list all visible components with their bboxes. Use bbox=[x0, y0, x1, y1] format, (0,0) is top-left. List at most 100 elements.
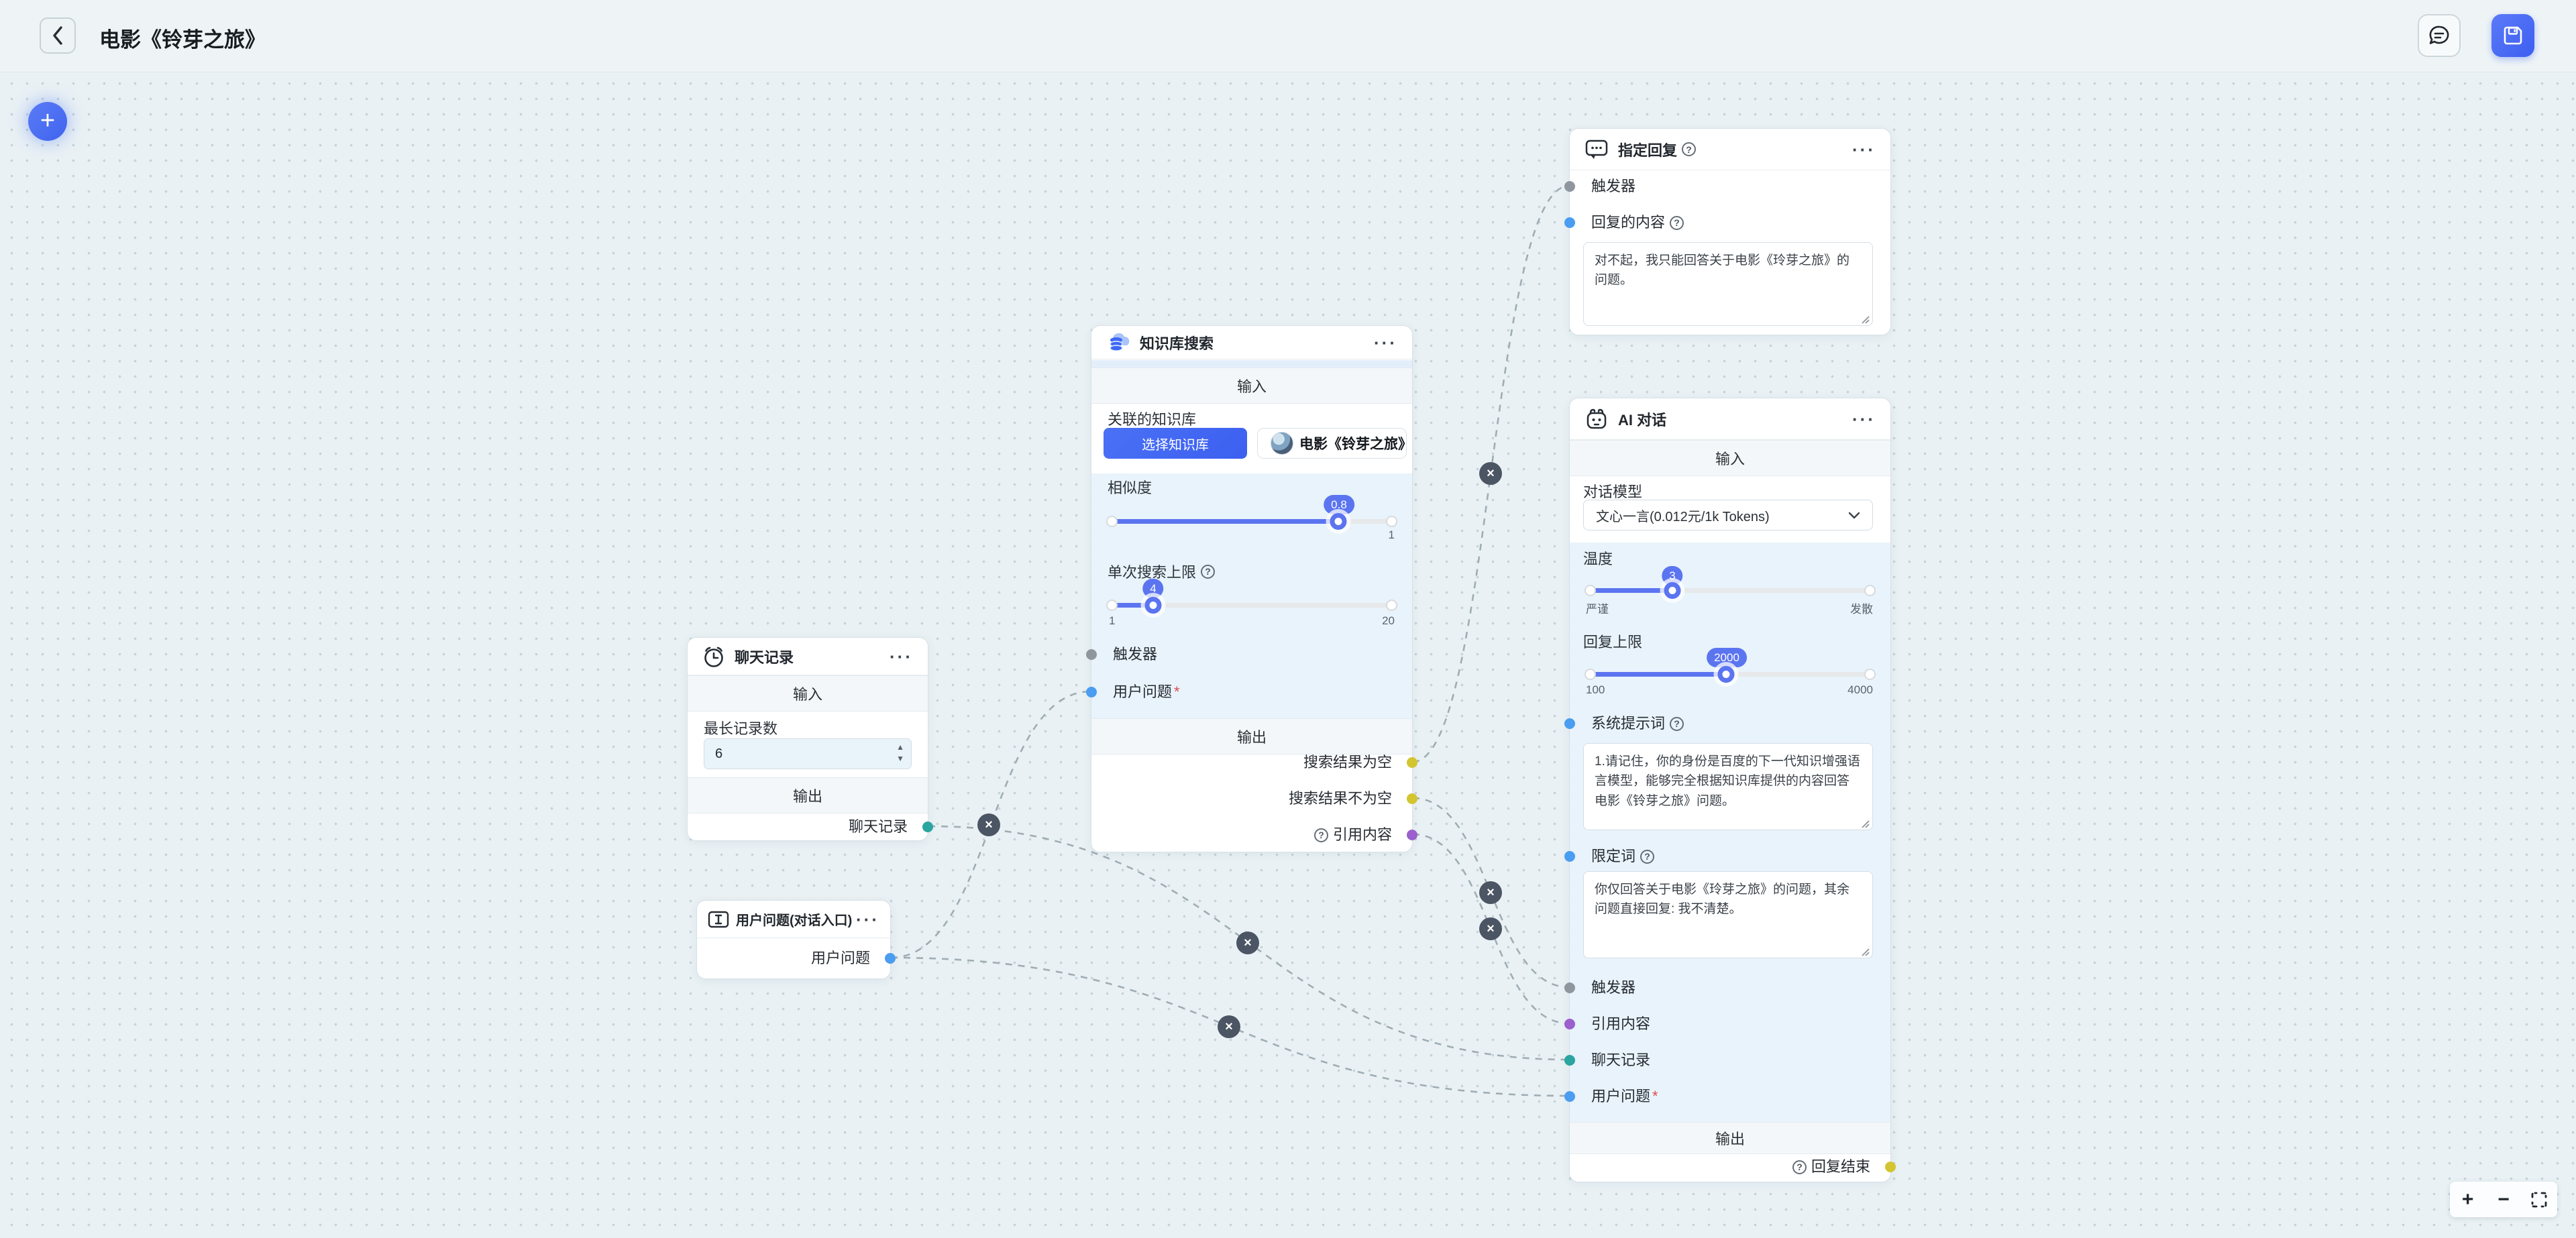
slider-handle[interactable] bbox=[1144, 597, 1162, 614]
node-menu-icon[interactable]: ··· bbox=[1852, 408, 1876, 429]
save-icon bbox=[2504, 26, 2522, 45]
port-content-in[interactable] bbox=[1564, 217, 1575, 228]
out-reference-label: ? 引用内容 bbox=[1313, 824, 1392, 846]
model-select[interactable]: 文心一言(0.012元/1k Tokens) bbox=[1583, 500, 1873, 530]
node-ai-chat[interactable]: AI 对话 ··· 输入 对话模型 文心一言(0.012元/1k Tokens)… bbox=[1564, 398, 1896, 1182]
select-kb-button[interactable]: 选择知识库 bbox=[1104, 428, 1247, 459]
port-sys-prompt-in[interactable] bbox=[1564, 718, 1575, 729]
zoom-in-button[interactable]: + bbox=[2461, 1188, 2474, 1211]
chatlog-port-label: 聊天记录 bbox=[1591, 1052, 1651, 1068]
zoom-out-button[interactable]: − bbox=[2498, 1188, 2510, 1211]
port-chatlog-out[interactable] bbox=[922, 822, 933, 832]
port-reference-out[interactable] bbox=[1407, 830, 1417, 840]
port-qualifier-in[interactable] bbox=[1564, 851, 1575, 862]
reply-limit-min-label: 100 bbox=[1586, 683, 1605, 696]
port-chatlog-in[interactable] bbox=[1564, 1055, 1575, 1066]
similarity-value-badge: 0.8 bbox=[1324, 495, 1354, 514]
help-icon[interactable]: ? bbox=[1792, 1160, 1807, 1174]
node-title: 知识库搜索 bbox=[1140, 335, 1214, 352]
edge-delete-button[interactable]: × bbox=[1236, 932, 1259, 954]
node-header[interactable]: 指定回复 ? ··· bbox=[1570, 129, 1890, 170]
sys-prompt-textarea[interactable]: 1.请记住，你的身份是百度的下一代知识增强语言模型，能够完全根据知识库提供的内容… bbox=[1583, 743, 1873, 830]
help-icon[interactable]: ? bbox=[1201, 564, 1216, 579]
similarity-slider[interactable] bbox=[1106, 513, 1397, 530]
slider-handle[interactable] bbox=[1717, 666, 1735, 683]
node-title: 指定回复 bbox=[1618, 142, 1678, 159]
help-icon[interactable]: ? bbox=[1313, 828, 1328, 842]
port-reference-in[interactable] bbox=[1564, 1019, 1575, 1029]
port-userq-out[interactable] bbox=[885, 953, 896, 964]
save-button[interactable] bbox=[2491, 14, 2534, 57]
trigger-port-label: 触发器 bbox=[1591, 979, 1636, 996]
kb-avatar bbox=[1271, 432, 1293, 455]
node-user-question[interactable]: 用户问题(对话入口) ··· 用户问题 bbox=[696, 900, 896, 979]
port-trigger-in[interactable] bbox=[1564, 982, 1575, 993]
slider-rail[interactable] bbox=[1586, 588, 1874, 593]
qualifier-textarea[interactable]: 你仅回答关于电影《玲芽之旅》的问题，其余问题直接回复: 我不清楚。 bbox=[1583, 871, 1873, 958]
slider-handle[interactable] bbox=[1664, 582, 1681, 599]
add-node-button[interactable]: + bbox=[28, 102, 67, 141]
port-trigger-in[interactable] bbox=[1086, 649, 1097, 660]
similarity-label: 相似度 bbox=[1108, 480, 1152, 496]
node-title: 聊天记录 bbox=[735, 649, 794, 666]
node-header[interactable]: 知识库搜索 ··· bbox=[1091, 326, 1412, 359]
node-header[interactable]: AI 对话 ··· bbox=[1570, 398, 1890, 440]
port-trigger-in[interactable] bbox=[1564, 181, 1575, 192]
search-limit-slider[interactable] bbox=[1106, 597, 1397, 614]
sys-prompt-label: 系统提示词 ? bbox=[1591, 713, 1684, 734]
edge-delete-button[interactable]: × bbox=[1479, 462, 1502, 485]
reply-content-label: 回复的内容 ? bbox=[1591, 212, 1684, 233]
kb-chip-label: 电影《铃芽之旅》 bbox=[1299, 437, 1412, 452]
edge-delete-button[interactable]: × bbox=[1479, 881, 1502, 904]
number-stepper[interactable]: ▲▼ bbox=[896, 742, 904, 765]
node-title: AI 对话 bbox=[1618, 411, 1667, 429]
port-userq-in[interactable] bbox=[1564, 1091, 1575, 1102]
node-kb-search[interactable]: 知识库搜索 ··· 输入 关联的知识库 选择知识库 电影《铃芽之旅》 相似度 0… bbox=[1086, 325, 1417, 852]
max-records-input[interactable]: ▲▼ bbox=[704, 738, 912, 769]
node-header[interactable]: 聊天记录 ··· bbox=[688, 638, 928, 675]
reply-content-textarea[interactable]: 对不起，我只能回答关于电影《玲芽之旅》的问题。 bbox=[1583, 242, 1873, 326]
node-menu-icon[interactable]: ··· bbox=[1852, 139, 1876, 160]
fullscreen-icon bbox=[2531, 1192, 2547, 1207]
help-icon[interactable]: ? bbox=[1640, 849, 1655, 864]
edge-delete-button[interactable]: × bbox=[1218, 1015, 1240, 1038]
port-result-not-empty-out[interactable] bbox=[1407, 793, 1417, 804]
slider-fill bbox=[1586, 588, 1672, 593]
port-result-empty-out[interactable] bbox=[1407, 757, 1417, 768]
reference-port-label: 引用内容 bbox=[1591, 1015, 1651, 1032]
temp-min-label: 严谨 bbox=[1586, 603, 1609, 616]
node-chat-history[interactable]: 聊天记录 ··· 输入 最长记录数 ▲▼ 输出 聊天记录 bbox=[687, 637, 933, 841]
out-not-empty-label: 搜索结果不为空 bbox=[1288, 790, 1392, 807]
port-userq-in[interactable] bbox=[1086, 687, 1097, 697]
back-button[interactable] bbox=[40, 17, 76, 54]
slider-handle[interactable] bbox=[1330, 513, 1347, 530]
node-menu-icon[interactable]: ··· bbox=[1374, 332, 1397, 353]
app-header: 电影《铃芽之旅》 bbox=[0, 0, 2576, 72]
temperature-slider[interactable] bbox=[1585, 582, 1876, 599]
node-menu-icon[interactable]: ··· bbox=[890, 646, 913, 667]
help-icon[interactable]: ? bbox=[1670, 716, 1684, 731]
help-icon[interactable]: ? bbox=[1682, 142, 1697, 156]
edge-delete-button[interactable]: × bbox=[1479, 917, 1502, 940]
stepper-down-icon[interactable]: ▼ bbox=[896, 754, 904, 763]
trigger-port-label: 触发器 bbox=[1591, 178, 1636, 194]
fit-screen-button[interactable] bbox=[2526, 1186, 2553, 1213]
max-records-value[interactable] bbox=[704, 746, 911, 762]
temperature-label: 温度 bbox=[1583, 551, 1613, 567]
edge-delete-button[interactable]: × bbox=[977, 813, 1000, 836]
node-fixed-reply[interactable]: 指定回复 ? ··· 触发器 回复的内容 ? 对不起，我只能回答关于电影《玲芽之… bbox=[1564, 128, 1891, 335]
reply-bubble-icon bbox=[1585, 139, 1608, 159]
slider-rail[interactable] bbox=[1108, 603, 1396, 608]
stepper-up-icon[interactable]: ▲ bbox=[896, 742, 904, 752]
output-section-label: 输出 bbox=[1570, 1122, 1890, 1154]
node-menu-icon[interactable]: ··· bbox=[856, 909, 879, 930]
preview-chat-button[interactable] bbox=[2418, 14, 2461, 57]
kb-chip[interactable]: 电影《铃芽之旅》 bbox=[1257, 428, 1412, 459]
node-header[interactable]: 用户问题(对话入口) ··· bbox=[697, 901, 890, 938]
page-title: 电影《铃芽之旅》 bbox=[99, 28, 266, 52]
qualifier-label: 限定词 ? bbox=[1591, 846, 1655, 867]
reply-limit-slider[interactable] bbox=[1585, 666, 1876, 683]
node-title: 用户问题(对话入口) bbox=[736, 913, 853, 928]
help-icon[interactable]: ? bbox=[1670, 215, 1684, 230]
port-reply-end-out[interactable] bbox=[1885, 1162, 1896, 1172]
